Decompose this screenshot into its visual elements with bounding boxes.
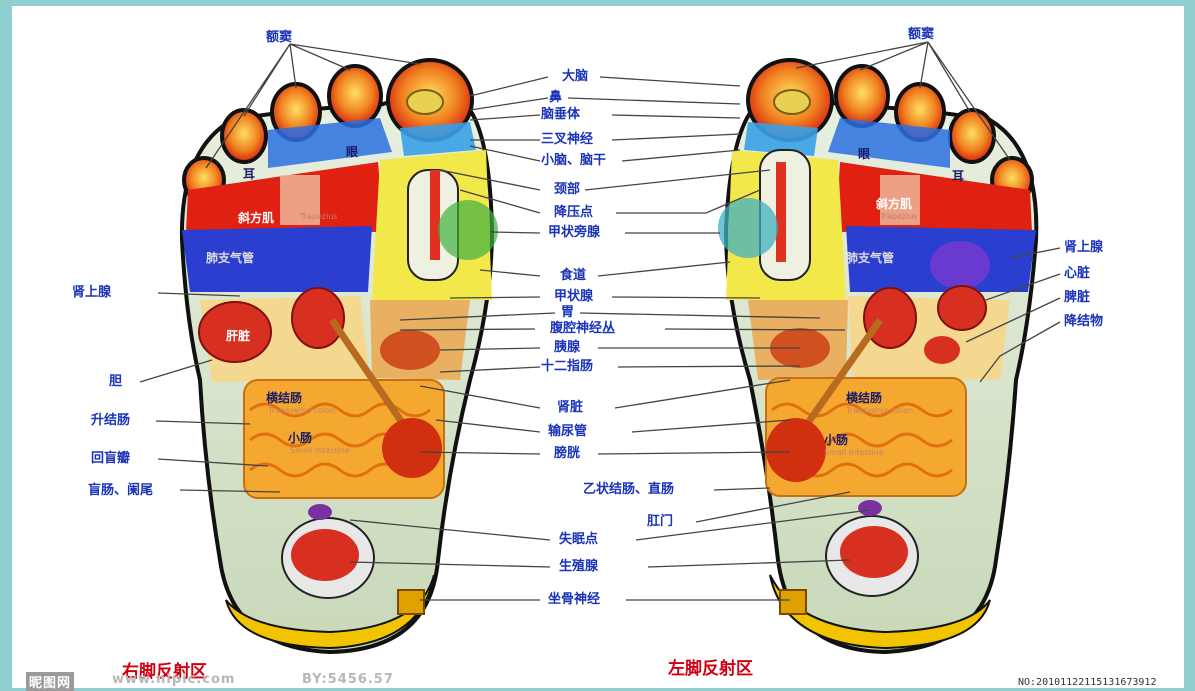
infoot-ear-left: 耳: [952, 168, 964, 184]
label-adrenal-right: 肾上腺: [1064, 240, 1103, 256]
infoot-bronchus-right: 肺支气管: [206, 250, 254, 266]
infoot-small-en-right: Small Intestine: [290, 446, 350, 455]
right-toe-4: [222, 110, 266, 162]
label-cecum: 盲肠、阑尾: [88, 483, 153, 499]
label-cerebellum: 小脑、脑干: [541, 153, 606, 169]
infoot-trapezius-en-right: Trapezius: [300, 212, 338, 221]
left-toe-2: [836, 66, 888, 126]
infoot-trapezius-left: 斜方肌: [876, 196, 912, 212]
label-sciatic: 坐骨神经: [548, 592, 600, 608]
infoot-small-intestine-left: 小肠: [824, 432, 848, 448]
label-nose: 鼻: [549, 90, 562, 106]
left-toe-4: [950, 110, 994, 162]
label-parathyroid: 甲状旁腺: [548, 225, 600, 241]
label-insomnia-point: 失眠点: [559, 532, 598, 548]
label-ascending-colon: 升结肠: [91, 413, 130, 429]
label-sinus-right-foot: 额窦: [266, 30, 292, 46]
label-celiac-plexus: 腹腔神经丛: [550, 321, 615, 337]
label-neck: 颈部: [554, 182, 580, 198]
label-sinus-left-foot: 额窦: [908, 27, 934, 43]
infoot-eye-left: 眼: [858, 146, 870, 162]
label-adrenal-left: 肾上腺: [72, 285, 111, 301]
infoot-transverse-en-right: Transverse colon: [268, 406, 335, 415]
label-anus: 肛门: [647, 514, 673, 530]
watermark-site: 昵图网: [26, 672, 74, 691]
label-spleen: 脾脏: [1064, 290, 1090, 306]
title-left-foot: 左脚反射区: [668, 654, 753, 679]
infoot-eye-right: 眼: [346, 144, 358, 160]
label-pituitary: 脑垂体: [541, 107, 580, 123]
label-kidney: 肾脏: [557, 400, 583, 416]
infoot-transverse-right: 横结肠: [266, 390, 302, 406]
infoot-trapezius-right: 斜方肌: [238, 210, 274, 226]
label-ileocecal: 回盲瓣: [91, 451, 130, 467]
label-sigmoid-rectum: 乙状结肠、直肠: [583, 482, 674, 498]
watermark-url: www.nipic.com: [112, 672, 235, 687]
label-bladder: 膀胱: [554, 446, 580, 462]
watermark-number: NO:20101122115131673912: [1018, 677, 1156, 688]
label-gonad: 生殖腺: [559, 559, 598, 575]
label-pancreas: 胰腺: [554, 340, 580, 356]
label-heart: 心脏: [1064, 266, 1090, 282]
label-esophagus: 食道: [560, 268, 586, 284]
infoot-bronchus-left: 肺支气管: [846, 250, 894, 266]
label-bp-point: 降压点: [554, 205, 593, 221]
right-toe-2: [329, 66, 381, 126]
label-nodule: 降结物: [1064, 314, 1103, 330]
infoot-trapezius-en-left: Trapezius: [880, 212, 918, 221]
infoot-small-intestine-right: 小肠: [288, 430, 312, 446]
right-foot: [182, 60, 498, 652]
left-heart: [938, 286, 986, 330]
label-trigeminal: 三叉神经: [541, 132, 593, 148]
label-ureter: 输尿管: [548, 424, 587, 440]
label-thyroid: 甲状腺: [554, 289, 593, 305]
label-duodenum: 十二指肠: [541, 359, 593, 375]
infoot-transverse-left: 横结肠: [846, 390, 882, 406]
infoot-transverse-en-left: Transverse colon: [846, 406, 913, 415]
label-brain: 大脑: [562, 69, 588, 85]
label-gallbladder: 胆: [109, 374, 122, 390]
infoot-ear-right: 耳: [243, 166, 255, 182]
infoot-liver: 肝脏: [226, 328, 250, 344]
label-stomach: 胃: [561, 305, 574, 321]
watermark-by: BY:5456.57: [302, 672, 394, 687]
infoot-small-en-left: Small Intestine: [824, 448, 884, 457]
